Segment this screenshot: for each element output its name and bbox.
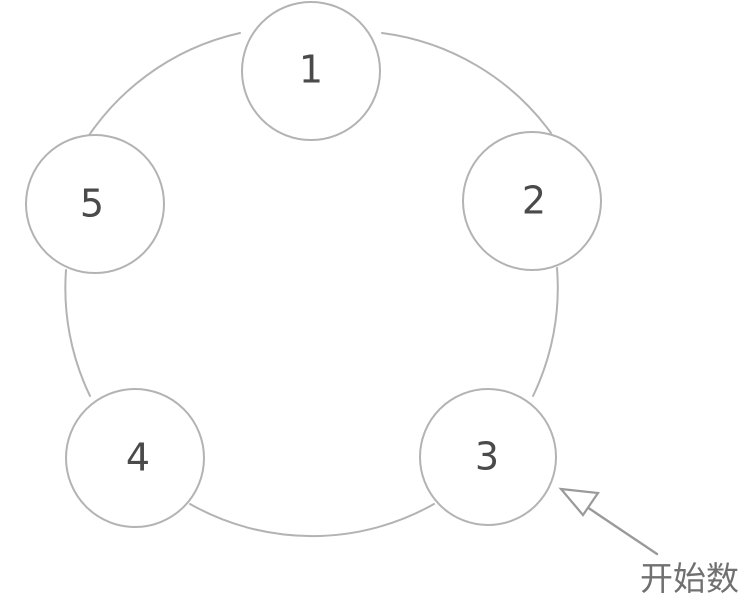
node-3[interactable]: 3	[419, 388, 557, 526]
node-4[interactable]: 4	[65, 388, 205, 528]
arrow-shaft-line	[585, 505, 659, 556]
node-2[interactable]: 2	[462, 131, 602, 271]
edge-2-to-3	[532, 267, 559, 397]
annotation-label: 开始数	[640, 559, 739, 598]
node-2-label: 2	[522, 179, 546, 223]
node-3-label: 3	[475, 435, 499, 479]
annotation-arrow	[558, 487, 659, 556]
edge-5-to-1	[77, 32, 241, 154]
node-5-circle[interactable]	[25, 134, 165, 274]
node-4-circle[interactable]	[65, 388, 205, 528]
edge-1-to-2	[381, 32, 552, 134]
arrow-head-triangle	[558, 487, 600, 517]
edge-3-to-4	[189, 503, 435, 538]
node-group: 1 2 3 4 5	[25, 1, 602, 528]
node-1-label: 1	[299, 48, 323, 92]
edge-group	[64, 32, 559, 538]
node-3-circle[interactable]	[419, 388, 557, 526]
node-5[interactable]: 5	[25, 134, 165, 274]
node-5-label: 5	[80, 182, 104, 226]
node-4-label: 4	[126, 436, 150, 480]
node-2-circle[interactable]	[462, 131, 602, 271]
node-1[interactable]: 1	[241, 1, 381, 141]
node-1-circle[interactable]	[241, 1, 381, 141]
edge-4-to-5	[64, 269, 91, 397]
